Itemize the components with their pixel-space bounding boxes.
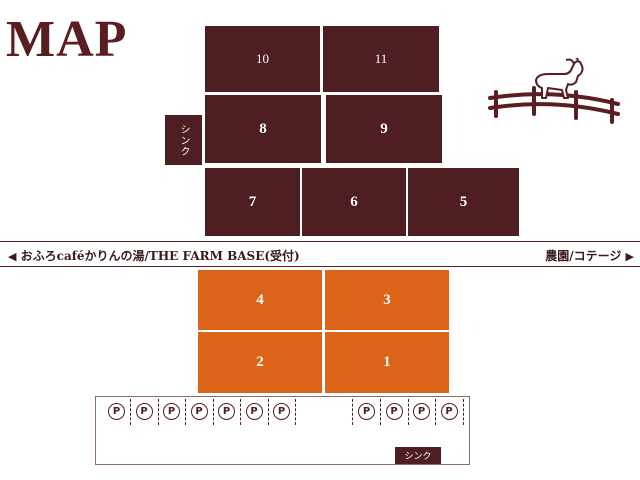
plot-11[interactable]: 11 xyxy=(323,26,439,92)
parking-p-icon: P xyxy=(218,403,235,420)
parking-p-icon: P xyxy=(135,403,153,420)
left-arrow-icon: ◀ xyxy=(8,250,17,263)
plot-4[interactable]: 4 xyxy=(198,270,322,330)
plot-label: 7 xyxy=(248,193,257,210)
parking-p-icon: P xyxy=(358,403,375,420)
sink-lower: シンク xyxy=(395,447,441,464)
map-title: MAP xyxy=(6,11,128,68)
parking-p-icon: P xyxy=(108,403,125,420)
parking-p-icon: P xyxy=(245,403,263,420)
parking-p-icon: P xyxy=(413,403,430,420)
plot-label: 6 xyxy=(350,193,358,210)
parking-divider xyxy=(295,399,296,425)
parking-divider xyxy=(157,399,159,425)
plot-label: 11 xyxy=(374,51,388,66)
plot-10[interactable]: 10 xyxy=(205,26,320,92)
plot-6[interactable]: 6 xyxy=(302,168,406,236)
plot-label: 10 xyxy=(256,51,269,66)
parking-divider xyxy=(185,399,186,425)
parking-divider xyxy=(435,399,436,425)
parking-p-icon: P xyxy=(440,403,458,420)
plot-label: 4 xyxy=(256,291,264,308)
parking-divider xyxy=(212,399,214,425)
plot-label: 8 xyxy=(259,120,267,137)
goat-fence-icon xyxy=(488,58,620,124)
plot-label: 9 xyxy=(380,120,388,137)
road-right-label: 農園/コテージ xyxy=(545,249,622,263)
parking-divider xyxy=(267,399,269,425)
parking-p-icon: P xyxy=(273,403,290,420)
plot-label: 1 xyxy=(383,354,391,370)
plot-5[interactable]: 5 xyxy=(408,168,519,236)
parking-divider xyxy=(407,399,409,425)
parking-p-icon: P xyxy=(190,403,208,420)
parking-p-icon: P xyxy=(163,403,180,420)
plot-3[interactable]: 3 xyxy=(325,270,449,330)
plot-7[interactable]: 7 xyxy=(205,168,300,236)
plot-1[interactable]: 1 xyxy=(325,332,449,393)
road-right-direction[interactable]: 農園/コテージ ▶ xyxy=(545,247,634,264)
parking-divider xyxy=(130,399,131,425)
plot-9[interactable]: 9 xyxy=(326,95,442,163)
plot-label: 5 xyxy=(459,193,468,210)
right-arrow-icon: ▶ xyxy=(625,250,634,263)
plot-label: 3 xyxy=(383,291,391,308)
plot-2[interactable]: 2 xyxy=(198,332,322,393)
parking-divider xyxy=(240,399,241,425)
parking-divider xyxy=(380,399,381,425)
parking-divider xyxy=(462,399,464,425)
road-left-label: おふろcaféかりんの湯/THE FARM BASE(受付) xyxy=(20,249,300,263)
parking-p-icon: P xyxy=(385,403,403,420)
plot-label: 2 xyxy=(256,354,264,370)
road-bar: ◀ おふろcaféかりんの湯/THE FARM BASE(受付) 農園/コテージ… xyxy=(0,241,640,267)
sink-upper: シンク xyxy=(165,115,202,165)
parking-divider xyxy=(352,399,353,425)
road-left-direction[interactable]: ◀ おふろcaféかりんの湯/THE FARM BASE(受付) xyxy=(8,247,300,264)
plot-8[interactable]: 8 xyxy=(205,95,321,163)
